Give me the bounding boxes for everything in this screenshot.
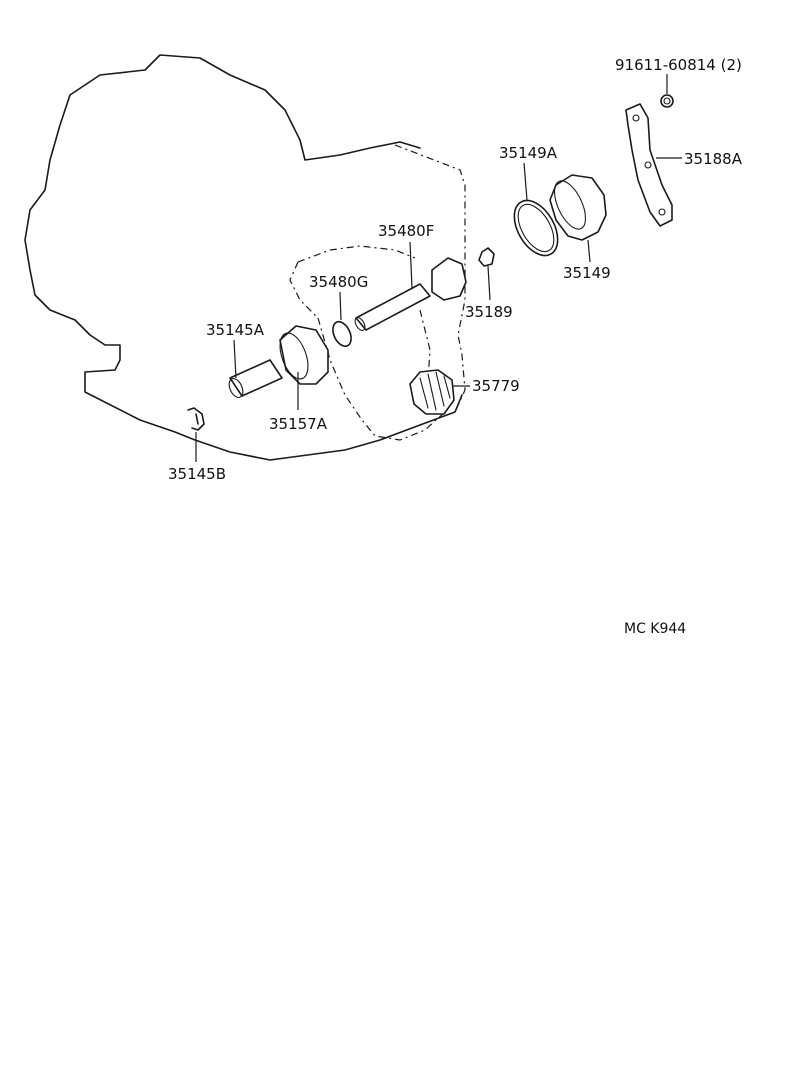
leader-35149A bbox=[523, 162, 528, 201]
o-ring-35480G bbox=[332, 320, 352, 348]
clip-35189 bbox=[478, 247, 495, 267]
bolt-91611 bbox=[660, 94, 674, 108]
cover-phantom-line bbox=[394, 144, 466, 413]
lower-phantom-line bbox=[419, 309, 431, 381]
shaft-35480F bbox=[355, 283, 431, 331]
leader-35145A bbox=[233, 339, 237, 379]
driven-gear-35480F bbox=[431, 257, 467, 301]
diagram-reference-code: MC K944 bbox=[624, 621, 686, 637]
bracket-35188A bbox=[625, 103, 673, 227]
shaft-35480F-end bbox=[354, 317, 366, 331]
label-35145A: 35145A bbox=[206, 321, 265, 339]
label-35149: 35149 bbox=[563, 264, 611, 282]
label-35189: 35189 bbox=[465, 303, 513, 321]
label-35149A: 35149A bbox=[499, 144, 558, 162]
o-ring-35149A bbox=[513, 199, 559, 257]
label-91611-60814: 91611-60814 (2) bbox=[615, 56, 742, 74]
gear-area-phantom-line bbox=[289, 245, 446, 441]
label-35145B: 35145B bbox=[168, 465, 226, 483]
sleeve-35145A bbox=[229, 359, 283, 397]
leader-35189 bbox=[487, 265, 491, 301]
clip-35145B bbox=[187, 407, 205, 431]
transmission-housing-outline bbox=[24, 54, 463, 461]
sleeve-35145A-end bbox=[228, 378, 244, 398]
bracket-35188A-hole-mid bbox=[644, 161, 652, 169]
label-35157A: 35157A bbox=[269, 415, 328, 433]
cover-35149-rim bbox=[553, 180, 587, 230]
label-35779: 35779 bbox=[472, 377, 520, 395]
bracket-35188A-hole-bottom bbox=[658, 208, 666, 216]
label-35480F: 35480F bbox=[378, 222, 434, 240]
leader-35480G bbox=[339, 291, 342, 321]
bracket-35188A-hole-top bbox=[632, 114, 640, 122]
bolt-91611-head bbox=[663, 97, 671, 105]
sleeve-35157A-face bbox=[279, 332, 309, 380]
leader-35149 bbox=[587, 239, 591, 263]
sleeve-35157A bbox=[279, 325, 329, 385]
cover-35149 bbox=[549, 174, 607, 241]
drive-gear-35779-teeth bbox=[419, 371, 451, 411]
label-35480G: 35480G bbox=[309, 273, 368, 291]
o-ring-35149A-inner bbox=[517, 203, 555, 253]
leader-35480F bbox=[409, 241, 413, 289]
label-35188A: 35188A bbox=[684, 150, 743, 168]
